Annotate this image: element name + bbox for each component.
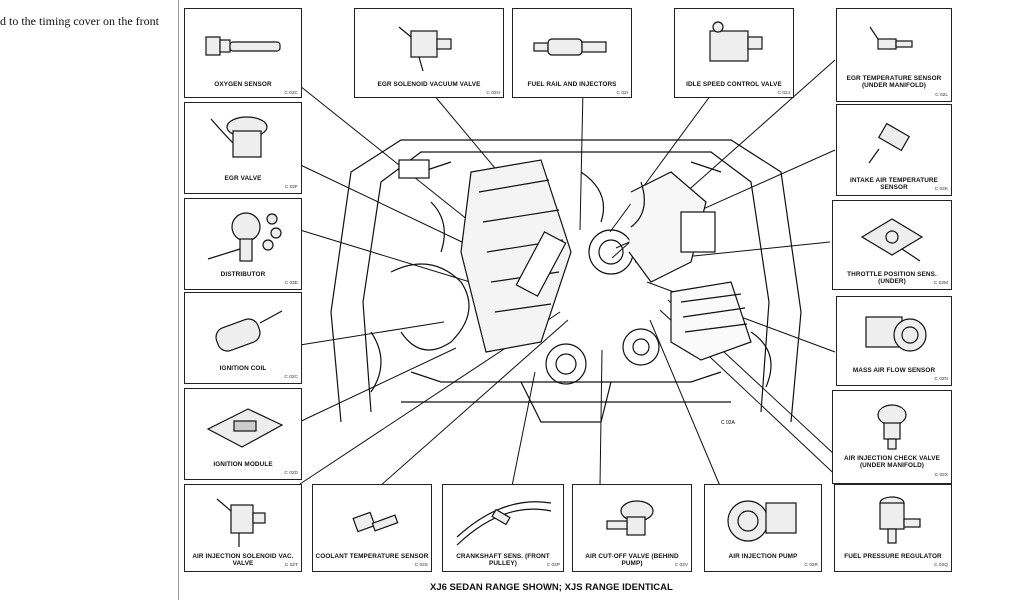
idle-valve-icon	[709, 21, 763, 62]
idle-valve-label: IDLE SPEED CONTROL VALVE	[686, 81, 782, 88]
mass-air-flow-label: MASS AIR FLOW SENSOR	[852, 367, 936, 374]
fuel-rail-code: C 02I	[616, 91, 628, 96]
intake-air-temp-icon	[868, 122, 911, 164]
ignition-coil-icon	[215, 310, 283, 352]
air-injection-pump-code: C 02R	[804, 563, 818, 568]
panel-oxygen-sensor: OXYGEN SENSOR C 02C	[184, 8, 302, 98]
check-valve-label: AIR INJECTION CHECK VALVE	[844, 455, 940, 462]
ignition-coil-code: C 02C	[284, 375, 298, 380]
crankshaft-sensor-label: CRANKSHAFT SENS. (FRONT PULLEY)	[456, 553, 550, 567]
engine-marker-code: C 02A	[721, 420, 736, 426]
throttle-sensor-code: C 02M	[933, 281, 948, 286]
ignition-module-icon	[206, 408, 284, 448]
air-injection-pump-icon	[727, 500, 797, 542]
distributor-icon	[207, 212, 282, 262]
panel-air-injection-pump: AIR INJECTION PUMP C 02R	[704, 484, 822, 572]
fuel-pressure-regulator-icon	[879, 496, 921, 544]
oxygen-sensor-label: OXYGEN SENSOR	[214, 81, 272, 88]
check-valve-label-line2: (UNDER MANIFOLD)	[859, 462, 925, 469]
egr-valve-code: C 02F	[284, 185, 298, 190]
panel-throttle-position-sens: THROTTLE POSITION SENS. (UNDER) C 02M	[832, 200, 952, 290]
panel-fuel-pressure-regulator: FUEL PRESSURE REGULATOR C 02Q	[834, 484, 952, 572]
mass-air-flow-icon	[865, 316, 927, 352]
fuel-pressure-regulator-label: FUEL PRESSURE REGULATOR	[844, 553, 942, 560]
egr-solenoid-icon	[398, 26, 452, 72]
oxygen-sensor-icon	[205, 36, 281, 56]
throttle-sensor-icon	[860, 218, 924, 262]
fuel-injector-icon	[533, 38, 607, 56]
crankshaft-sensor-icon	[456, 501, 552, 546]
panel-fuel-rail-and-injectors: FUEL RAIL AND INJECTORS C 02I	[512, 8, 632, 98]
egr-temp-label-line2: (UNDER MANIFOLD)	[861, 82, 927, 89]
ignition-module-code: C 02D	[284, 471, 298, 476]
panel-coolant-temperature-sensor: COOLANT TEMPERATURE SENSOR C 02S	[312, 484, 432, 572]
air-cut-off-valve-icon	[606, 500, 654, 536]
diagram-caption: XJ6 SEDAN RANGE SHOWN; XJS RANGE IDENTIC…	[430, 582, 673, 593]
check-valve-code: C 02X	[934, 473, 948, 478]
egr-valve-icon	[210, 116, 268, 158]
air-injection-solenoid-code: C 02T	[284, 563, 298, 568]
ignition-module-label: IGNITION MODULE	[213, 461, 273, 468]
coolant-sensor-icon	[352, 511, 399, 533]
egr-temp-label: EGR TEMPERATURE SENSOR	[846, 75, 942, 82]
panel-ignition-module: IGNITION MODULE C 02D	[184, 388, 302, 480]
panel-crankshaft-sens: CRANKSHAFT SENS. (FRONT PULLEY) C 02P	[442, 484, 564, 572]
intake-air-temp-code: C 02K	[934, 187, 948, 192]
page-text-fragment: d to the timing cover on the front	[0, 14, 159, 28]
fuel-pressure-regulator-code: C 02Q	[934, 563, 948, 568]
check-valve-icon	[877, 404, 907, 450]
egr-valve-label: EGR VALVE	[224, 175, 262, 182]
idle-valve-code: C 02J	[777, 91, 790, 96]
panel-air-cut-off-valve: AIR CUT-OFF VALVE (BEHIND PUMP) C 02V	[572, 484, 692, 572]
egr-temp-code: C 02L	[935, 93, 948, 98]
fuel-rail-label: FUEL RAIL AND INJECTORS	[527, 81, 617, 88]
air-cut-off-code: C 02V	[674, 563, 688, 568]
mass-air-flow-code: C 02N	[934, 377, 948, 382]
oxygen-sensor-code: C 02C	[284, 91, 298, 96]
ignition-coil-label: IGNITION COIL	[219, 365, 267, 372]
air-injection-solenoid-icon	[216, 498, 266, 547]
egr-temp-sensor-icon	[869, 26, 913, 50]
distributor-code: C 02E	[284, 281, 298, 286]
panel-egr-valve: EGR VALVE C 02F	[184, 102, 302, 194]
coolant-sensor-code: C 02S	[414, 563, 428, 568]
panel-egr-solenoid-vacuum-valve: EGR SOLENOID VACUUM VALVE C 02H	[354, 8, 504, 98]
air-injection-pump-label: AIR INJECTION PUMP	[728, 553, 798, 560]
egr-solenoid-label: EGR SOLENOID VACUUM VALVE	[377, 81, 481, 88]
panel-egr-temperature-sensor: EGR TEMPERATURE SENSOR (UNDER MANIFOLD) …	[836, 8, 952, 102]
crankshaft-sensor-code: C 02P	[546, 563, 560, 568]
panel-mass-air-flow-sensor: MASS AIR FLOW SENSOR C 02N	[836, 296, 952, 386]
panel-air-injection-check-valve: AIR INJECTION CHECK VALVE (UNDER MANIFOL…	[832, 390, 952, 484]
panel-air-injection-solenoid-vac-valve: AIR INJECTION SOLENOID VAC. VALVE C 02T	[184, 484, 302, 572]
panel-distributor: DISTRIBUTOR C 02E	[184, 198, 302, 290]
intake-air-temp-label: INTAKE AIR TEMPERATURE SENSOR	[850, 177, 938, 191]
air-cut-off-label: AIR CUT-OFF VALVE (BEHIND PUMP)	[585, 553, 679, 567]
panel-intake-air-temperature-sensor: INTAKE AIR TEMPERATURE SENSOR C 02K	[836, 104, 952, 196]
panel-idle-speed-control-valve: IDLE SPEED CONTROL VALVE C 02J	[674, 8, 794, 98]
throttle-sensor-label: THROTTLE POSITION SENS. (UNDER)	[847, 271, 937, 285]
distributor-label: DISTRIBUTOR	[220, 271, 266, 278]
air-injection-solenoid-label: AIR INJECTION SOLENOID VAC. VALVE	[192, 553, 294, 567]
coolant-sensor-label: COOLANT TEMPERATURE SENSOR	[315, 553, 429, 560]
egr-solenoid-code: C 02H	[486, 91, 500, 96]
panel-ignition-coil: IGNITION COIL C 02C	[184, 292, 302, 384]
engine-bay-illustration: C 02A	[330, 139, 802, 426]
